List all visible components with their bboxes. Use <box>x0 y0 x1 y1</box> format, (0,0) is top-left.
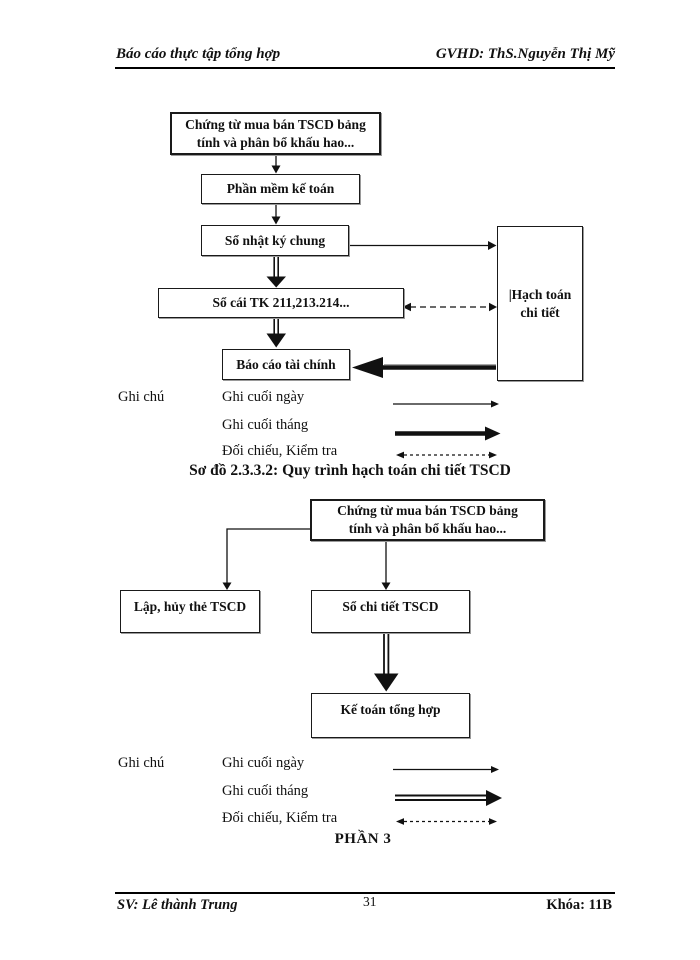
box-general-accounting: Kế toán tổng hợp <box>311 693 470 738</box>
footer-page-number: 31 <box>363 894 377 909</box>
header-title-left: Báo cáo thực tập tổng hợp <box>116 46 281 62</box>
box-asset-card: Lập, hủy thẻ TSCD <box>120 590 260 633</box>
legend2-item-monthly-label: Ghi cuối tháng <box>222 783 309 799</box>
legend1-thick-solid-arrow-icon <box>395 426 501 441</box>
diagram-caption: Sơ đồ 2.3.3.2: Quy trình hạch toán chi t… <box>189 462 511 479</box>
legend1-item-check-label: Đối chiếu, Kiểm tra <box>222 443 338 459</box>
box-source-documents: Chứng từ mua bán TSCD bảng tính và phân … <box>170 112 381 155</box>
footer-class: Khóa: 11B <box>546 897 612 913</box>
box-source-documents-2: Chứng từ mua bán TSCD bảng tính và phân … <box>310 499 545 541</box>
arrow-ledger-detail-check-dashed <box>402 302 497 312</box>
legend1-item-monthly-label: Ghi cuối tháng <box>222 417 309 433</box>
arrow-software-to-journal <box>271 205 281 225</box>
footer-rule <box>115 892 615 894</box>
legend1-thin-solid-arrow-icon <box>393 400 499 408</box>
legend2-item-daily-label: Ghi cuối ngày <box>222 755 305 771</box>
box-general-journal: Sổ nhật ký chung <box>201 225 349 256</box>
legend2-double-line-arrow-icon <box>395 790 502 806</box>
arrow-ledger-to-report-thick <box>266 319 286 348</box>
arrow-journal-to-ledger-thick <box>266 257 286 288</box>
section-title: PHẦN 3 <box>334 831 392 847</box>
legend1-title: Ghi chú <box>118 389 165 405</box>
footer-author: SV: Lê thành Trung <box>117 897 238 913</box>
arrow-source-to-detail-book <box>381 541 391 590</box>
legend1-item-daily-label: Ghi cuối ngày <box>222 389 305 405</box>
header-title-right: GVHD: ThS.Nguyễn Thị Mỹ <box>435 46 615 62</box>
box-detail-book: Sổ chi tiết TSCD <box>311 590 470 633</box>
legend2-item-check-label: Đối chiếu, Kiểm tra <box>222 810 338 826</box>
legend1-dashed-double-arrow-icon <box>396 451 497 459</box>
box-detail-accounting: |Hạch toán chi tiết <box>497 226 583 381</box>
box-accounting-software: Phần mềm kế toán <box>201 174 360 204</box>
arrow-detail-to-report-thick <box>352 357 496 378</box>
legend2-title: Ghi chú <box>118 755 165 771</box>
arrow-detailbook-to-general-thick <box>374 634 399 692</box>
legend2-dashed-double-arrow-icon <box>396 818 497 825</box>
arrow-journal-to-detail <box>350 241 497 250</box>
arrow-source-to-card <box>222 528 311 590</box>
arrow-source-to-software <box>271 156 281 174</box>
legend2-thin-solid-arrow-icon <box>393 766 499 773</box>
box-financial-report: Báo cáo tài chính <box>222 349 350 380</box>
header-rule <box>115 67 615 69</box>
box-general-ledger: Sổ cái TK 211,213.214... <box>158 288 404 318</box>
